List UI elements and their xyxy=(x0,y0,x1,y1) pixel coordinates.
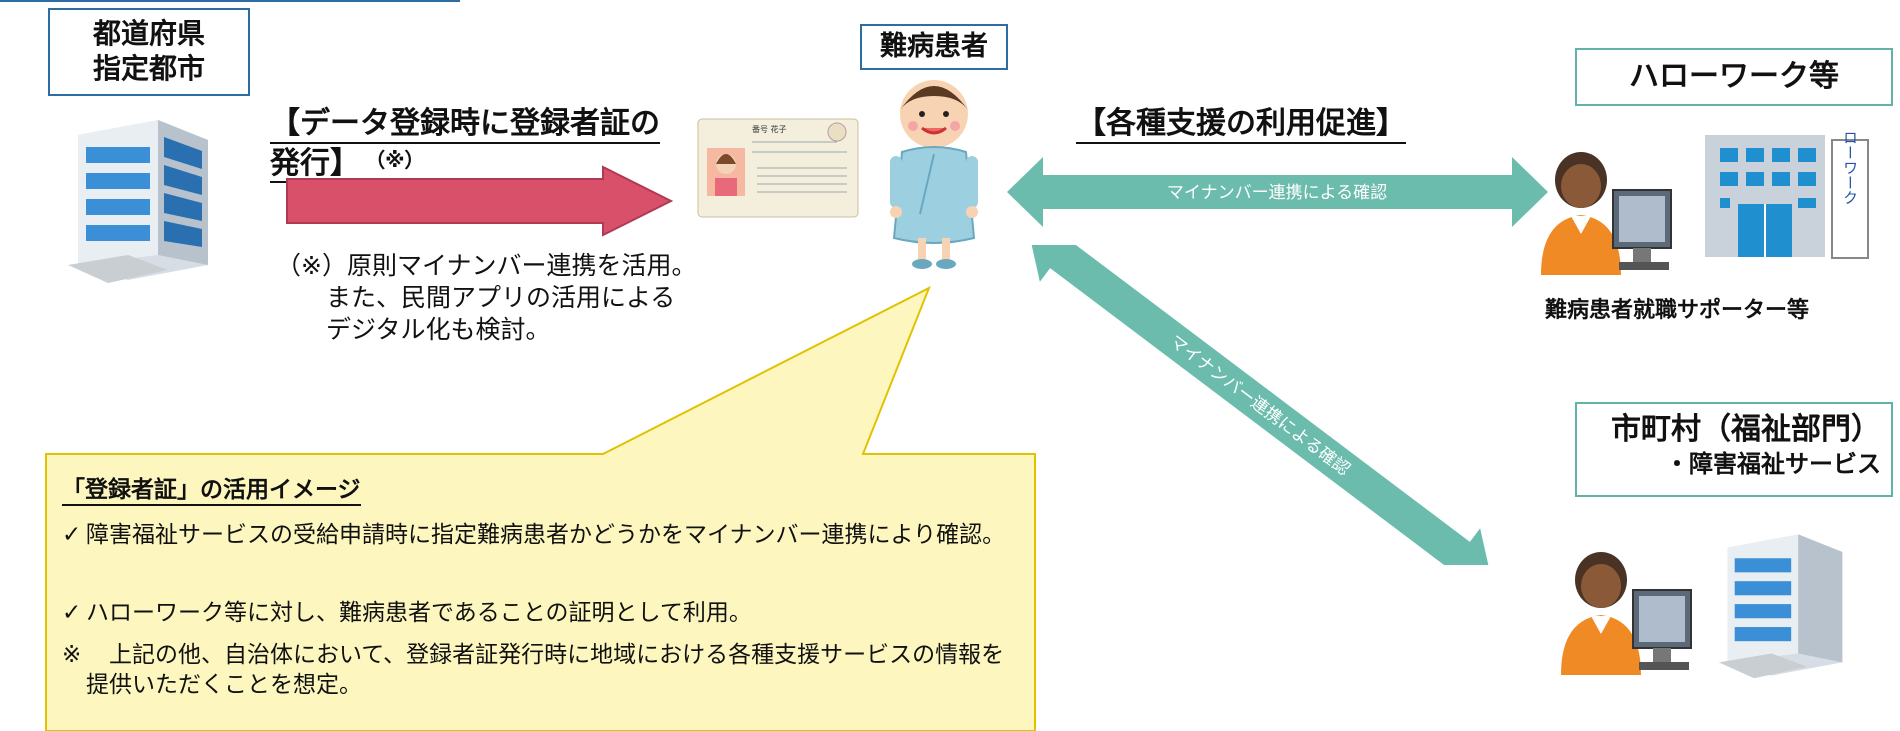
issue-heading-line2-wrap: 発行】 （※） xyxy=(270,138,425,183)
worker-at-computer-icon xyxy=(1561,552,1692,675)
issue-heading-line1: 【データ登録時に登録者証の xyxy=(270,98,660,144)
registration-card-image: 番号 花子 xyxy=(697,118,859,218)
top-rule xyxy=(0,0,460,2)
diagonal-double-arrow: マイナンバー連携による確認 xyxy=(1028,245,1492,565)
issue-heading-line2: 発行】 xyxy=(270,146,360,183)
municipality-line2: ・障害福祉サービス xyxy=(1665,450,1881,478)
arrow-label-horizontal: マイナンバー連携による確認 xyxy=(1167,183,1387,203)
supporter-label: 難病患者就職サポーター等 xyxy=(1545,298,1810,323)
office-building-icon xyxy=(68,120,208,283)
issue-arrow xyxy=(286,165,674,237)
patient-label: 難病患者 xyxy=(880,31,988,62)
prefecture-box: 都道府県 指定都市 xyxy=(48,8,250,96)
hellowork-sign: ハローワーク xyxy=(1841,130,1859,205)
patient-illustration xyxy=(890,80,978,269)
office-building-icon xyxy=(1718,534,1843,679)
horizontal-double-arrow: マイナンバー連携による確認 xyxy=(1007,157,1548,227)
note-mark: ※ xyxy=(62,642,82,668)
callout-item-2: ハローワーク等に対し、難病患者であることの証明として利用。 xyxy=(86,600,752,626)
municipality-box: 市町村（福祉部門） ・障害福祉サービス xyxy=(1575,402,1893,497)
prefecture-line2: 指定都市 xyxy=(92,52,205,85)
callout-note: 上記の他、自治体において、登録者証発行時に地域における各種支援サービスの情報を提… xyxy=(86,642,1005,698)
issue-heading-marker: （※） xyxy=(365,148,425,172)
issue-note: （※）原則マイナンバー連携を活用。 また、民間アプリの活用による デジタル化も検… xyxy=(276,251,697,344)
callout-panel: 「登録者証」の活用イメージ ✓ 障害福祉サービスの受給申請時に指定難病患者かどう… xyxy=(46,454,1036,731)
check-icon: ✓ xyxy=(62,522,82,548)
patient-box: 難病患者 xyxy=(860,24,1008,70)
support-heading: 【各種支援の利用促進】 xyxy=(1076,98,1406,144)
hellowork-label: ハローワーク等 xyxy=(1629,59,1839,94)
municipality-line1: 市町村（福祉部門） xyxy=(1611,412,1881,447)
callout-item-1: 障害福祉サービスの受給申請時に指定難病患者かどうかをマイナンバー連携により確認。 xyxy=(86,522,1006,548)
prefecture-line1: 都道府県 xyxy=(92,17,205,50)
check-icon: ✓ xyxy=(62,600,82,626)
hellowork-box: ハローワーク等 xyxy=(1575,48,1893,106)
callout-title: 「登録者証」の活用イメージ xyxy=(62,470,361,506)
worker-at-computer-icon xyxy=(1541,152,1672,275)
card-name: 番号 花子 xyxy=(752,124,787,134)
hellowork-building-icon: ハローワーク xyxy=(1705,130,1869,259)
